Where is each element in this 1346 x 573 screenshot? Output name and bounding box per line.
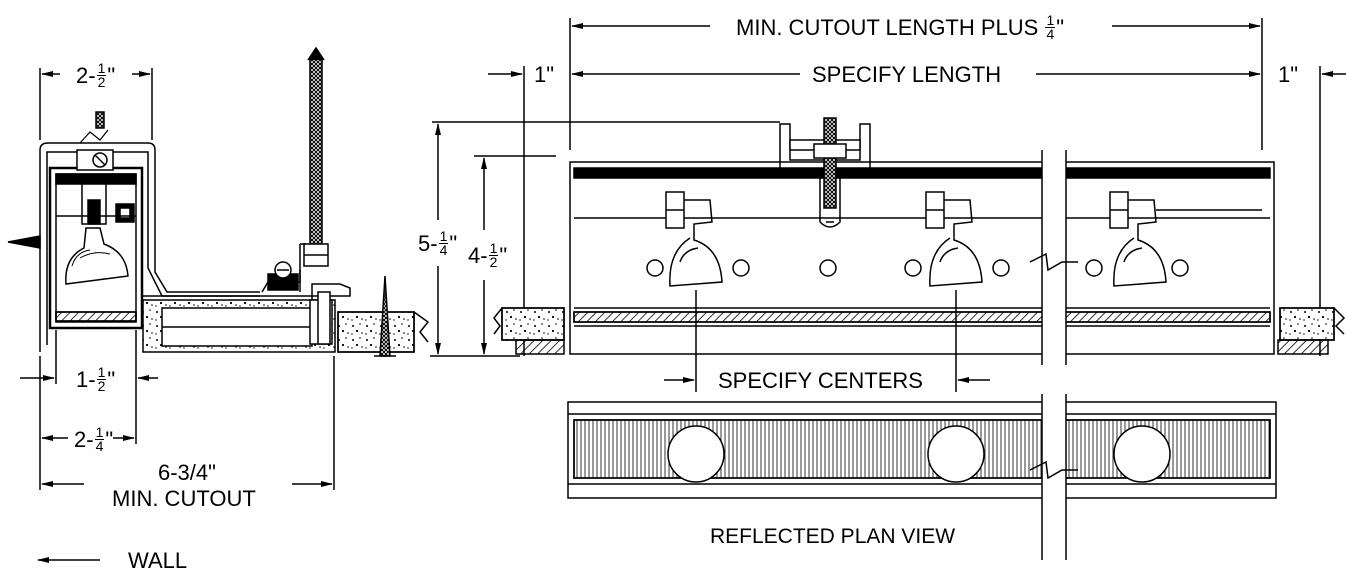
- dim-specify-centers: SPECIFY CENTERS: [718, 368, 923, 393]
- dim-cutout-value: 6-3/4": [158, 460, 216, 485]
- dim-cutout-label: MIN. CUTOUT: [112, 486, 256, 511]
- dim-right-gap: 1": [1278, 62, 1299, 87]
- dim-specify-length: SPECIFY LENGTH: [812, 62, 1002, 87]
- lamp-1: [665, 191, 723, 287]
- lamp-3: [1109, 191, 1262, 287]
- elevation-view: [430, 18, 1346, 392]
- lamp-2: [925, 191, 983, 287]
- dim-left-gap: 1": [534, 62, 555, 87]
- wall-label: WALL: [128, 548, 188, 573]
- plan-view-title: REFLECTED PLAN VIEW: [710, 525, 956, 548]
- section-view: [7, 46, 430, 563]
- plan-view: [567, 394, 1277, 560]
